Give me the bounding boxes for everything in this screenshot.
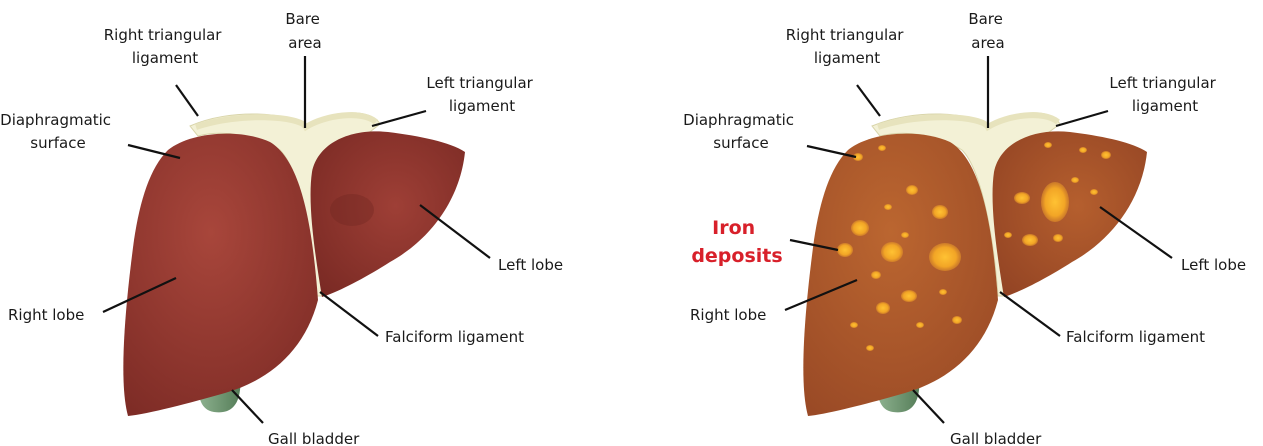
iron-deposit-spot xyxy=(906,185,918,195)
iron-deposit-spot xyxy=(939,289,947,295)
iron-deposit-spot xyxy=(1022,234,1038,246)
healthy-liver-illustration xyxy=(123,113,465,416)
leader-left-lobe xyxy=(420,205,490,258)
right-lobe-shape xyxy=(803,134,998,416)
iron-deposit-spot xyxy=(851,220,869,236)
iron-deposit-spot xyxy=(1014,192,1030,204)
leader-left-triangular xyxy=(1056,111,1108,126)
iron-deposit-spot xyxy=(1044,142,1052,148)
iron-deposit-spot xyxy=(901,232,909,238)
label-diaphragmatic-surface: Diaphragmatic surface xyxy=(0,111,116,152)
left-lobe-shape xyxy=(993,131,1147,297)
label-right-lobe: Right lobe xyxy=(8,306,84,324)
iron-deposit-spot xyxy=(878,145,886,151)
label-bare-area: Bare area xyxy=(968,10,1007,52)
iron-liver-illustration xyxy=(803,113,1147,416)
right-lobe-shape xyxy=(123,134,318,416)
iron-deposit-spot xyxy=(1041,182,1069,222)
iron-deposit-spot xyxy=(932,205,948,219)
iron-deposit-spot xyxy=(876,302,890,314)
leader-left-lobe xyxy=(1100,207,1172,258)
label-gall-bladder: Gall bladder xyxy=(950,430,1042,446)
label-right-triangular-ligament: Right triangular ligament xyxy=(786,26,909,67)
leader-falciform xyxy=(320,292,378,336)
label-left-triangular-ligament: Left triangular ligament xyxy=(1109,74,1220,115)
iron-deposit-spot xyxy=(1079,147,1087,153)
iron-deposit-spot xyxy=(884,204,892,210)
leader-left-triangular xyxy=(372,111,426,126)
iron-deposit-spot xyxy=(929,243,961,271)
label-bare-area: Bare area xyxy=(285,10,324,52)
iron-deposit-spot xyxy=(1101,151,1111,159)
label-gall-bladder: Gall bladder xyxy=(268,430,360,446)
label-falciform-ligament: Falciform ligament xyxy=(1066,328,1205,346)
label-right-lobe: Right lobe xyxy=(690,306,766,324)
iron-deposit-spot xyxy=(1004,232,1012,238)
leader-gall-bladder xyxy=(913,390,944,423)
iron-deposit-spot xyxy=(901,290,917,302)
iron-deposit-spot xyxy=(1071,177,1079,183)
label-iron-deposits: Iron deposits xyxy=(691,217,782,267)
healthy-liver-panel: Bare area Right triangular ligament Left… xyxy=(0,10,563,446)
iron-deposit-spot xyxy=(850,322,858,328)
leader-gall-bladder xyxy=(232,390,263,423)
leader-right-triangular xyxy=(857,85,880,116)
iron-deposit-spot xyxy=(952,316,962,324)
label-right-triangular-ligament: Right triangular ligament xyxy=(104,26,227,67)
leader-falciform xyxy=(1000,292,1060,336)
iron-deposit-spot xyxy=(881,242,903,262)
label-left-lobe: Left lobe xyxy=(1181,256,1246,274)
leader-right-triangular xyxy=(176,85,198,116)
label-falciform-ligament: Falciform ligament xyxy=(385,328,524,346)
iron-liver-panel: Bare area Right triangular ligament Left… xyxy=(683,10,1246,446)
iron-deposit-spot xyxy=(837,243,853,257)
left-lobe-shading xyxy=(330,194,374,226)
iron-deposit-spot xyxy=(916,322,924,328)
label-left-lobe: Left lobe xyxy=(498,256,563,274)
iron-deposit-spot xyxy=(866,345,874,351)
label-left-triangular-ligament: Left triangular ligament xyxy=(426,74,537,115)
iron-deposit-spot xyxy=(871,271,881,279)
iron-deposit-spot xyxy=(1053,234,1063,242)
iron-deposit-spot xyxy=(1090,189,1098,195)
label-diaphragmatic-surface: Diaphragmatic surface xyxy=(683,111,799,152)
